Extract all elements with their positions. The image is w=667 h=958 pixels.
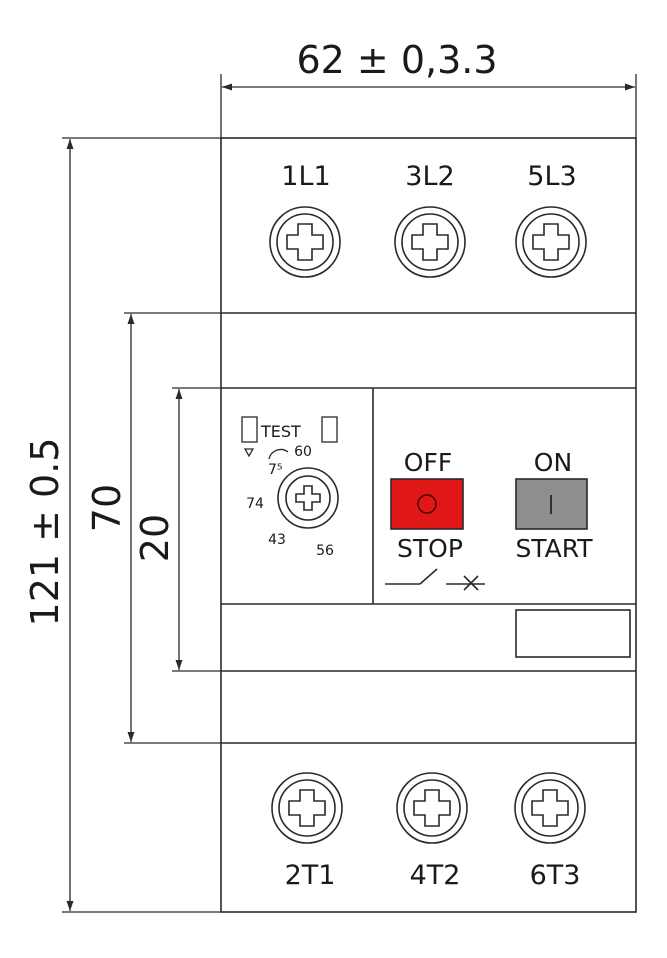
test-indicator-right bbox=[321, 416, 338, 443]
switch-symbol-icon bbox=[385, 568, 485, 591]
top-terminals: 1L1 3L2 5L3 bbox=[269, 161, 587, 278]
screw-icon bbox=[394, 206, 466, 278]
bottom-terminals: 2T1 4T2 6T3 bbox=[271, 772, 586, 891]
terminal-label: 6T3 bbox=[530, 860, 581, 891]
current-dial: TEST 7⁵ 60 74 43 56 bbox=[241, 416, 339, 559]
height-dimension-label: 121 ± 0.5 bbox=[23, 438, 67, 627]
screw-icon bbox=[269, 206, 341, 278]
terminal-4T2: 4T2 bbox=[396, 772, 468, 891]
screw-icon bbox=[514, 772, 586, 844]
dial-scale-56: 56 bbox=[316, 543, 334, 559]
terminal-2T1: 2T1 bbox=[271, 772, 343, 891]
label-window bbox=[515, 609, 631, 658]
start-label: START bbox=[515, 534, 593, 563]
on-start-control: ON START bbox=[515, 448, 593, 563]
terminal-6T3: 6T3 bbox=[514, 772, 586, 891]
screw-icon bbox=[271, 772, 343, 844]
terminal-label: 1L1 bbox=[281, 161, 330, 192]
terminal-5L3: 5L3 bbox=[515, 161, 587, 278]
test-label: TEST bbox=[260, 422, 301, 441]
terminal-label: 3L2 bbox=[405, 161, 454, 192]
dial-scale-60: 60 bbox=[294, 444, 312, 460]
terminal-3L2: 3L2 bbox=[394, 161, 466, 278]
dial-scale-43: 43 bbox=[268, 532, 286, 548]
rotation-arrow-icon bbox=[268, 448, 289, 460]
width-dimension: 62 ± 0,3.3 bbox=[220, 38, 637, 138]
height-70-label: 70 bbox=[85, 484, 129, 532]
terminal-label: 5L3 bbox=[527, 161, 576, 192]
dial-knob[interactable] bbox=[277, 467, 339, 529]
width-dimension-label: 62 ± 0,3.3 bbox=[296, 38, 497, 82]
off-label: OFF bbox=[404, 448, 452, 477]
terminal-label: 4T2 bbox=[410, 860, 461, 891]
screw-icon bbox=[396, 772, 468, 844]
height-20-dimension: 20 bbox=[133, 387, 221, 672]
stop-label: STOP bbox=[397, 534, 463, 563]
terminal-1L1: 1L1 bbox=[269, 161, 341, 278]
terminal-label: 2T1 bbox=[285, 860, 336, 891]
screw-icon bbox=[515, 206, 587, 278]
test-indicator-left bbox=[241, 416, 258, 443]
off-stop-control: OFF STOP bbox=[390, 448, 464, 563]
breaker-body bbox=[220, 137, 637, 913]
dial-scale-74: 74 bbox=[246, 496, 264, 512]
on-label: ON bbox=[534, 448, 572, 477]
off-symbol bbox=[417, 494, 437, 514]
off-button[interactable] bbox=[390, 478, 464, 530]
height-dimension: 121 ± 0.5 bbox=[23, 137, 221, 913]
pointer-triangle-icon bbox=[243, 448, 255, 458]
height-20-label: 20 bbox=[133, 514, 177, 562]
dial-scale-small-glyph: 7⁵ bbox=[268, 462, 283, 478]
height-70-dimension: 70 bbox=[85, 312, 221, 744]
